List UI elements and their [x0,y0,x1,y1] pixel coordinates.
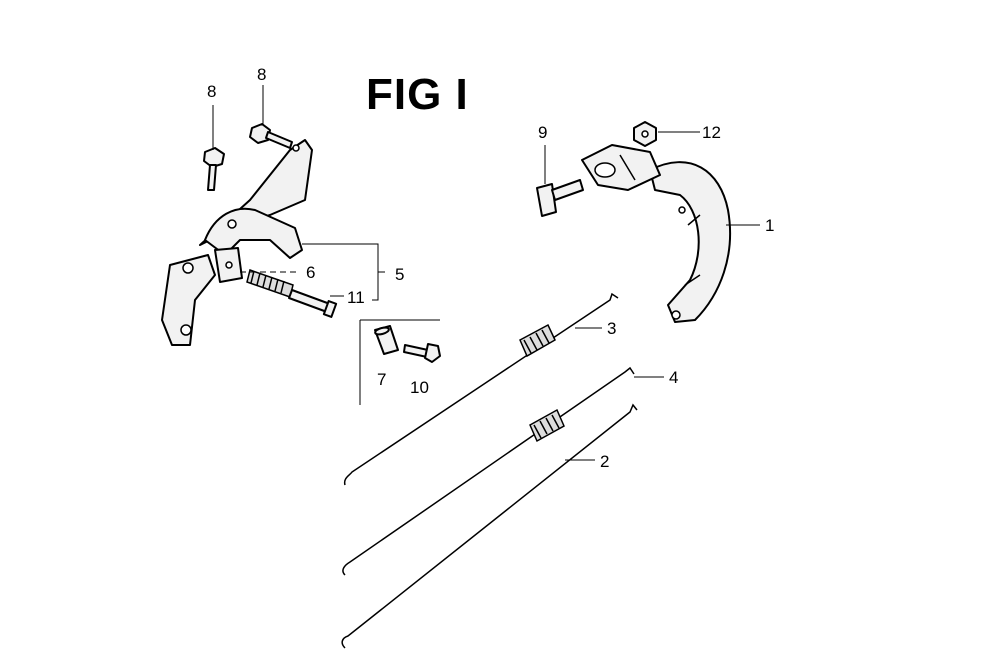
bolt-8-left [203,147,225,191]
bolt-9 [536,179,584,217]
bolt-10 [403,343,441,363]
cable-4 [342,366,635,576]
callout-1: 1 [765,216,774,235]
bolt-11 [288,289,338,318]
callout-8-upper: 8 [257,65,266,84]
callout-8-left: 8 [207,82,216,101]
throttle-lever-1 [581,144,732,323]
bolt-8-upper [249,123,293,149]
figure-title: FIG I [366,70,469,119]
cable-3 [343,292,619,486]
spring-11 [246,269,294,298]
callout-6: 6 [306,263,315,282]
nut-12 [633,121,657,147]
callout-10: 10 [410,378,429,397]
callout-3: 3 [607,319,616,338]
callout-5: 5 [395,265,404,284]
callout-11: 11 [347,288,365,307]
cap-7 [374,325,399,355]
callout-12: 12 [702,123,721,142]
cable-2 [341,403,638,649]
control-lever-assembly [161,123,338,346]
callout-2: 2 [600,452,609,471]
callout-9: 9 [538,123,547,142]
callout-4: 4 [669,368,678,387]
callout-7: 7 [377,370,386,389]
